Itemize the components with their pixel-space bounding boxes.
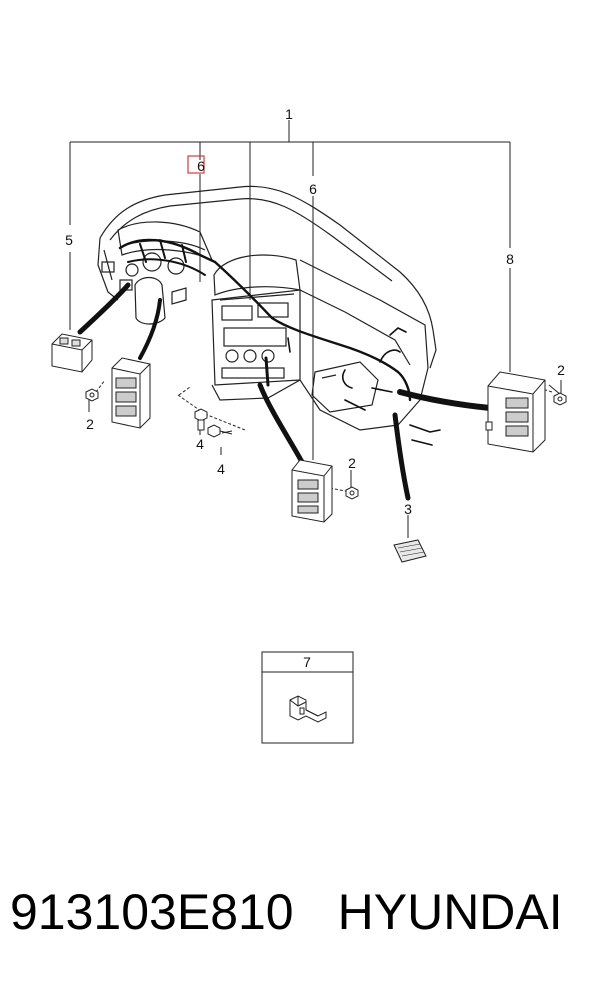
right-module-item-8 bbox=[485, 371, 546, 453]
callout-5: 5 bbox=[65, 232, 73, 248]
brand-name: HYUNDAI bbox=[337, 884, 563, 940]
center-switch-item-6 bbox=[291, 459, 333, 523]
callout-2-center: 2 bbox=[348, 455, 356, 471]
callout-4-upper: 4 bbox=[196, 436, 204, 452]
callout-4-lower: 4 bbox=[217, 461, 225, 477]
left-module bbox=[111, 357, 151, 429]
fasteners bbox=[85, 388, 567, 500]
highlight-box bbox=[187, 155, 205, 174]
pad-item-3 bbox=[393, 539, 427, 563]
callout-7: 7 bbox=[303, 654, 311, 670]
clip-icon bbox=[289, 695, 327, 723]
callout-3: 3 bbox=[404, 501, 412, 517]
callout-2-right: 2 bbox=[557, 362, 565, 378]
part-footer: 913103E810 HYUNDAI bbox=[10, 872, 590, 952]
left-switch-item-5 bbox=[51, 333, 93, 373]
item-7-legend: 7 bbox=[261, 651, 354, 744]
part-number: 913103E810 bbox=[10, 884, 294, 940]
dashboard-outline bbox=[97, 185, 437, 431]
callout-2-left: 2 bbox=[86, 416, 94, 432]
callout-8: 8 bbox=[506, 251, 514, 267]
callout-6-right: 6 bbox=[309, 181, 317, 197]
callout-6-top: 6 bbox=[197, 158, 205, 174]
callout-1: 1 bbox=[285, 106, 293, 122]
wiring-harness bbox=[77, 238, 493, 501]
